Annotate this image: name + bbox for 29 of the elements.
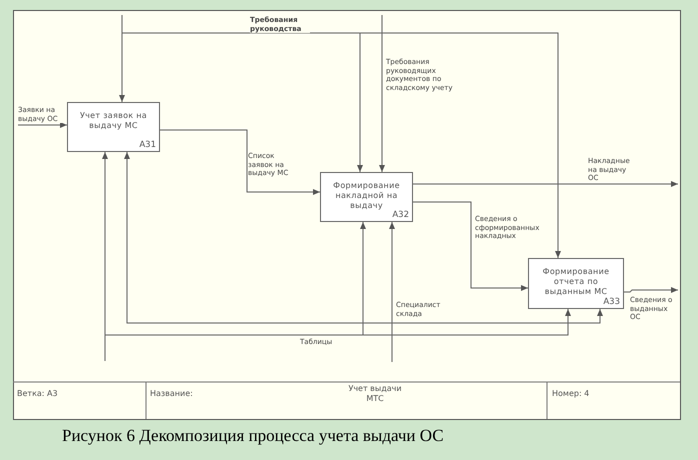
arrow (119, 14, 125, 102)
process-number: А32 (392, 210, 409, 220)
process-name: Формирование отчета по выданным МС (542, 267, 610, 297)
figure-caption: Рисунок 6 Декомпозиция процесса учета выдачи ОС (62, 426, 444, 446)
arrow (362, 308, 571, 336)
arrow (122, 32, 363, 172)
footer-text: Номер: 4 (552, 389, 590, 399)
arrow (412, 202, 528, 291)
arrow (624, 287, 678, 293)
process-box (67, 102, 160, 152)
arrow (360, 32, 561, 258)
process-number: А33 (603, 297, 620, 307)
arrow (160, 130, 320, 195)
arrow (392, 308, 603, 324)
footer-text: Учет выдачи МТС (347, 384, 403, 404)
process-name: Учет заявок на выдачу МС (78, 111, 148, 131)
process-box (528, 258, 624, 309)
arrow (124, 152, 392, 324)
arrow (102, 152, 108, 362)
arrow (104, 222, 366, 336)
footer-text: Ветка: А3 (17, 389, 59, 399)
arrow (412, 181, 678, 187)
arrow (18, 122, 68, 128)
arrow (389, 222, 395, 362)
footer-text: Название: (150, 389, 194, 399)
process-box (320, 172, 413, 222)
process-number: А31 (139, 140, 156, 150)
process-name: Формирование накладной на выдачу (332, 181, 401, 210)
arrow (379, 14, 385, 172)
